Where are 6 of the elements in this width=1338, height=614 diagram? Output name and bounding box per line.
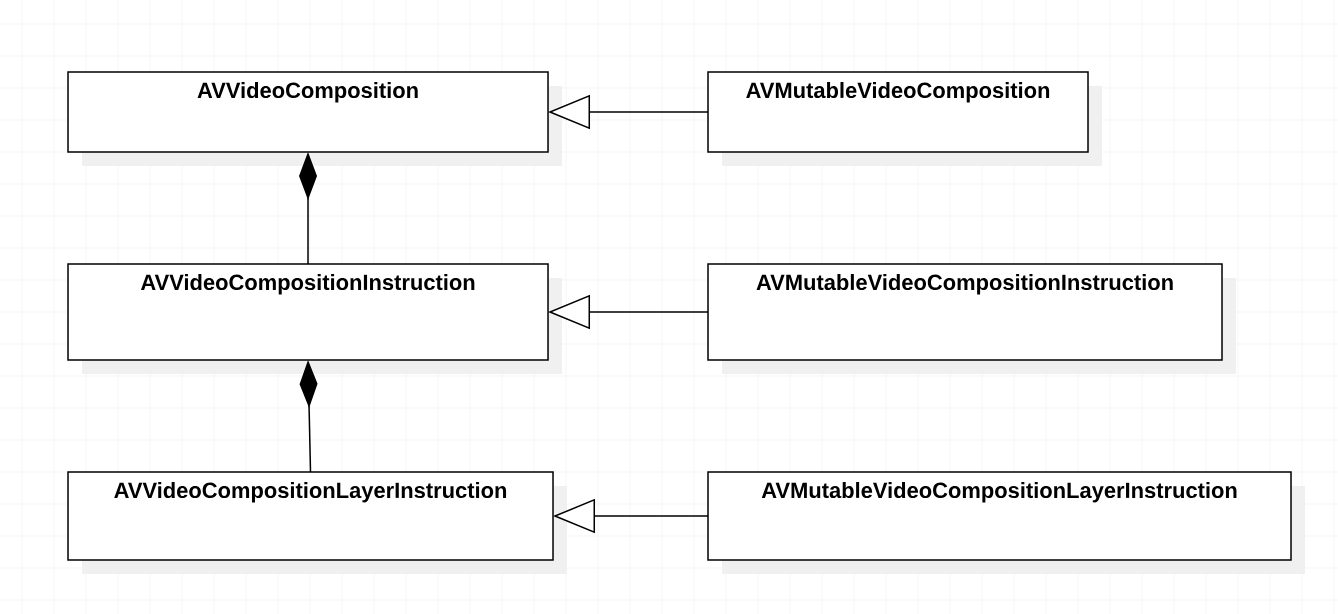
class-box: AVVideoCompositionInstruction [67, 263, 562, 374]
class-box: AVMutableVideoCompositionInstruction [707, 263, 1236, 374]
class-box: AVMutableVideoCompositionLayerInstruction [707, 471, 1305, 574]
class-box: AVVideoComposition [67, 71, 562, 166]
class-box: AVMutableVideoComposition [707, 71, 1102, 166]
class-box: AVVideoCompositionLayerInstruction [67, 471, 567, 574]
